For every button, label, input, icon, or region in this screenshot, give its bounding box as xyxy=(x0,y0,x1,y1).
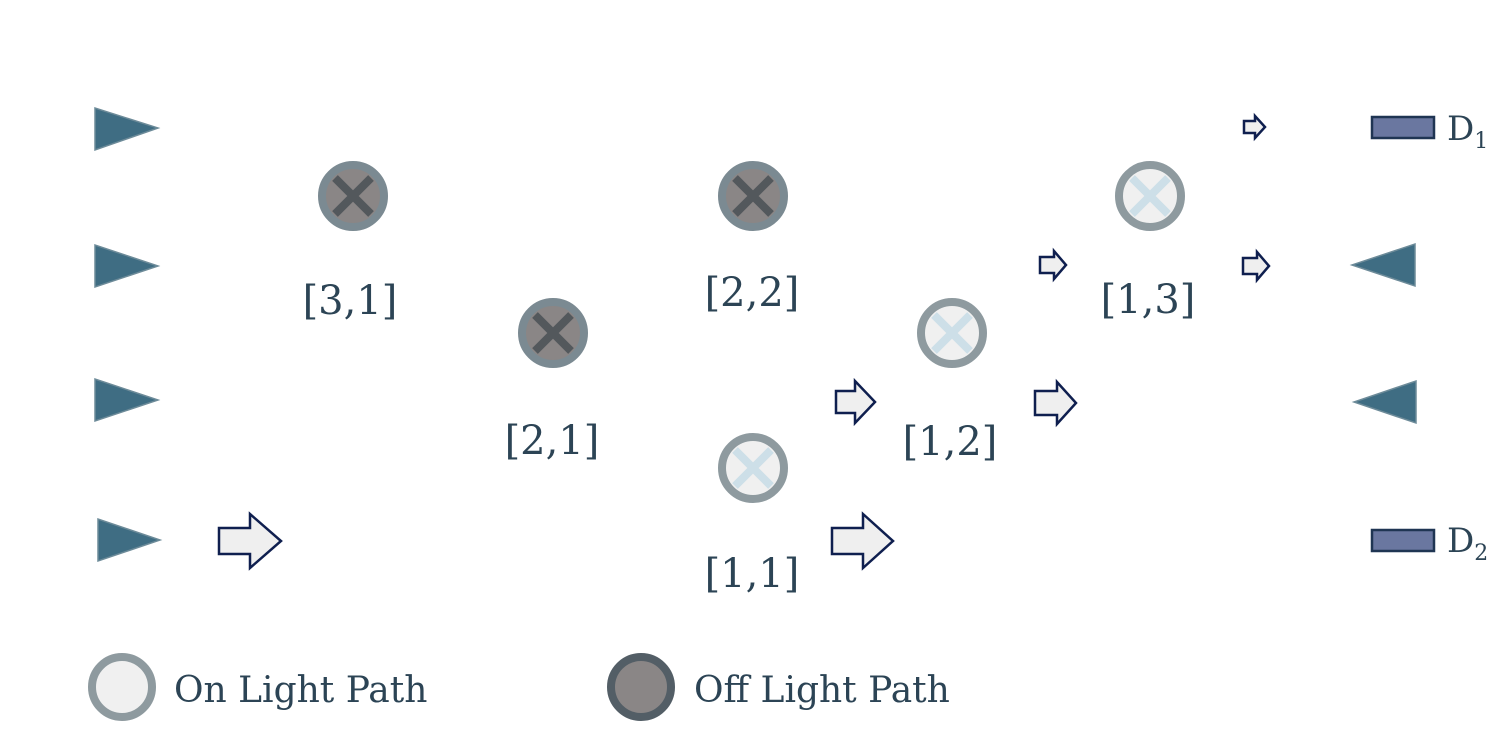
detector-d2 xyxy=(1370,528,1436,553)
legend: On Light Path Off Light Path xyxy=(88,653,950,721)
source-triangle-icon xyxy=(94,377,161,423)
arrow-right-icon xyxy=(830,511,895,571)
node-1-2 xyxy=(917,298,987,368)
node-3-1 xyxy=(318,161,388,231)
detector-d1 xyxy=(1370,115,1436,140)
node-2-2 xyxy=(718,161,788,231)
legend-on-label: On Light Path xyxy=(174,670,427,711)
node-label-3-1: [3,1] xyxy=(303,278,398,324)
cross-icon xyxy=(532,312,574,354)
cross-icon xyxy=(732,175,774,217)
arrow-right-icon xyxy=(834,377,877,427)
input-sources xyxy=(94,106,163,563)
arrow-right-icon xyxy=(1241,248,1271,284)
cross-icon xyxy=(732,447,774,489)
nodes xyxy=(318,161,1185,503)
source-triangle-icon xyxy=(94,106,161,152)
detectors: D1 D2 xyxy=(1370,109,1488,566)
node-label-1-1: [1,1] xyxy=(705,551,800,597)
node-labels: [3,1] [2,1] [2,2] [1,1] [1,2] [1,3] xyxy=(303,270,1196,597)
arrow-right-icon xyxy=(1242,112,1267,142)
light-arrows xyxy=(217,112,1271,571)
legend-off-label: Off Light Path xyxy=(694,670,950,711)
node-label-2-2: [2,2] xyxy=(705,270,800,316)
node-label-1-2: [1,2] xyxy=(903,419,998,465)
cross-icon xyxy=(1129,175,1171,217)
node-2-1 xyxy=(518,298,588,368)
detector-label-d2: D2 xyxy=(1447,521,1488,566)
node-label-1-3: [1,3] xyxy=(1101,277,1196,323)
cross-icon xyxy=(332,175,374,217)
source-triangle-icon xyxy=(97,517,163,563)
node-1-3 xyxy=(1115,161,1185,231)
legend-off-swatch xyxy=(607,653,675,721)
arrow-right-icon xyxy=(217,511,283,571)
cross-icon xyxy=(931,312,973,354)
arrow-right-icon xyxy=(1033,378,1078,428)
source-triangle-icon xyxy=(1349,242,1416,288)
source-triangle-icon xyxy=(1351,379,1417,425)
source-triangle-icon xyxy=(94,243,161,289)
arrow-right-icon xyxy=(1038,247,1068,283)
legend-on-swatch xyxy=(88,653,156,721)
node-1-1 xyxy=(718,433,788,503)
detector-label-d1: D1 xyxy=(1447,109,1488,154)
output-sources xyxy=(1349,242,1417,425)
node-label-2-1: [2,1] xyxy=(505,418,600,464)
